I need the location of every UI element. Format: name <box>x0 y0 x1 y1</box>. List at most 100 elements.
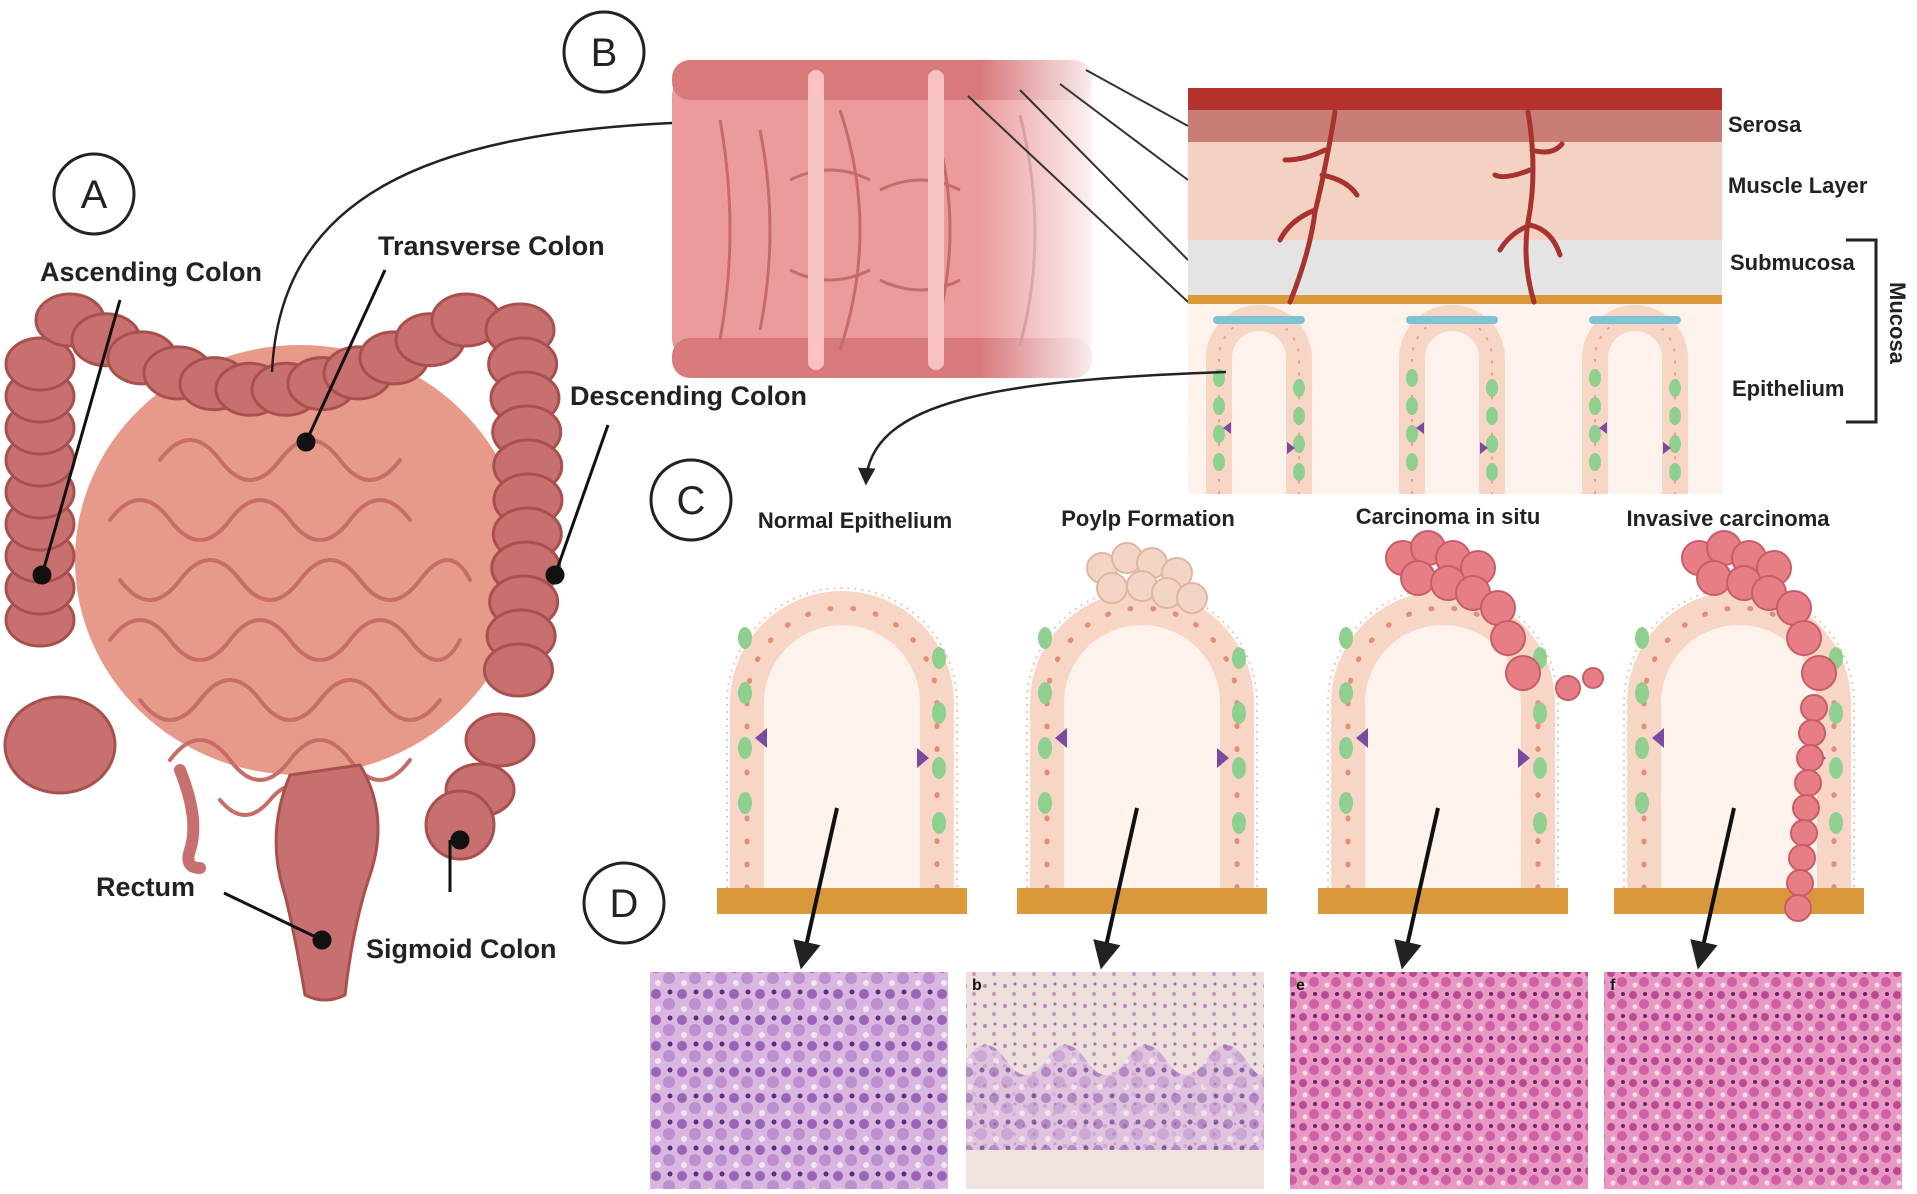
goblet-cell <box>1533 812 1547 834</box>
invading-tumor-cell <box>1791 820 1817 846</box>
lumen-fade <box>980 55 1110 385</box>
polyp-cell <box>1097 573 1127 603</box>
tumor-cell <box>1697 561 1731 595</box>
goblet-cell <box>1669 379 1681 397</box>
he-stain-image <box>1290 972 1588 1189</box>
goblet-cell <box>1486 407 1498 425</box>
goblet-cell <box>1293 379 1305 397</box>
goblet-cell <box>1406 453 1418 471</box>
goblet-cell <box>932 702 946 724</box>
colon-anatomy <box>5 294 562 1000</box>
colon-haustrum <box>484 644 552 696</box>
invading-tumor-cell <box>1801 695 1827 721</box>
muscle-layer-band <box>1188 142 1722 240</box>
goblet-cell <box>1293 407 1305 425</box>
goblet-cell <box>738 737 752 759</box>
colon-lumen-closeup <box>672 55 1110 385</box>
goblet-cell <box>932 647 946 669</box>
micrograph-tile: b <box>966 972 1264 1189</box>
villus-body <box>747 608 937 888</box>
goblet-cell <box>1406 397 1418 415</box>
tumor-cell <box>1556 676 1580 700</box>
rectum-dot <box>314 932 330 948</box>
goblet-cell <box>1635 737 1649 759</box>
stage-label: Carcinoma in situ <box>1356 504 1541 529</box>
micrograph-letter: e <box>1296 977 1305 994</box>
goblet-cell <box>1038 792 1052 814</box>
villus-body <box>1047 608 1237 888</box>
label-epithelium: Epithelium <box>1732 376 1844 401</box>
micrograph-tile: e <box>1290 972 1588 1189</box>
crypt-tip-cells <box>1213 316 1305 324</box>
goblet-cell <box>1589 369 1601 387</box>
tumor-cell <box>1787 621 1821 655</box>
goblet-cell <box>1669 463 1681 481</box>
zoom-arrow-to-c <box>866 372 1226 482</box>
tumor-cell <box>1583 668 1603 688</box>
polyp-cell <box>1177 583 1207 613</box>
goblet-cell <box>1635 627 1649 649</box>
goblet-cell <box>1339 792 1353 814</box>
label-serosa: Serosa <box>1728 112 1802 137</box>
micrographs: bef <box>650 972 1902 1189</box>
stage-villus <box>1614 531 1864 964</box>
cecum <box>5 697 115 793</box>
label-submucosa: Submucosa <box>1730 250 1855 275</box>
stage-labels: Normal Epithelium Poylp Formation Carcinom… <box>758 504 1830 533</box>
invading-tumor-cell <box>1789 845 1815 871</box>
tumor-cell <box>1802 656 1836 690</box>
invading-tumor-cell <box>1795 770 1821 796</box>
epithelium-band <box>1188 304 1722 494</box>
tumor-cell <box>1401 561 1435 595</box>
stage-label: Invasive carcinoma <box>1626 506 1830 531</box>
panel-a-letter: A <box>81 173 108 217</box>
goblet-cell <box>738 627 752 649</box>
goblet-cell <box>1232 757 1246 779</box>
serosa-top <box>1188 88 1722 110</box>
invading-tumor-cell <box>1793 795 1819 821</box>
tumor-cell <box>1506 656 1540 690</box>
goblet-cell <box>1293 435 1305 453</box>
transverse-dot <box>298 434 314 450</box>
stage-label: Normal Epithelium <box>758 508 952 533</box>
tumor-cell <box>1491 621 1525 655</box>
stage-villus <box>1017 543 1267 964</box>
basement-membrane <box>1017 888 1267 914</box>
he-stain-image <box>650 972 948 1189</box>
appendix <box>180 770 200 868</box>
goblet-cell <box>1339 627 1353 649</box>
micrograph-tile <box>650 972 948 1189</box>
goblet-cell <box>738 682 752 704</box>
goblet-cell <box>1669 435 1681 453</box>
goblet-cell <box>1486 379 1498 397</box>
basement-membrane <box>1614 888 1864 914</box>
colon-haustrum <box>466 714 534 766</box>
goblet-cell <box>1829 702 1843 724</box>
label-ascending-colon: Ascending Colon <box>40 257 262 287</box>
goblet-cell <box>1533 757 1547 779</box>
goblet-cell <box>1589 425 1601 443</box>
goblet-cell <box>1213 425 1225 443</box>
crypt-tip-cells <box>1406 316 1498 324</box>
goblet-cell <box>932 812 946 834</box>
goblet-cell <box>1232 702 1246 724</box>
goblet-cell <box>1406 425 1418 443</box>
micrograph-tile: f <box>1604 972 1902 1189</box>
colon-wall-layers <box>1188 88 1722 494</box>
stage-label: Poylp Formation <box>1061 506 1235 531</box>
tumor-cell <box>1481 591 1515 625</box>
invading-tumor-cell <box>1799 720 1825 746</box>
panel-c-letter: C <box>677 479 706 523</box>
tumor-cell <box>1777 591 1811 625</box>
sigmoid-dot <box>452 832 468 848</box>
stage-villi <box>717 531 1864 964</box>
basement-membrane <box>1188 295 1722 304</box>
label-rectum: Rectum <box>96 872 195 902</box>
goblet-cell <box>1038 737 1052 759</box>
rectum <box>276 765 378 1000</box>
goblet-cell <box>1829 812 1843 834</box>
goblet-cell <box>1533 702 1547 724</box>
goblet-cell <box>1213 397 1225 415</box>
